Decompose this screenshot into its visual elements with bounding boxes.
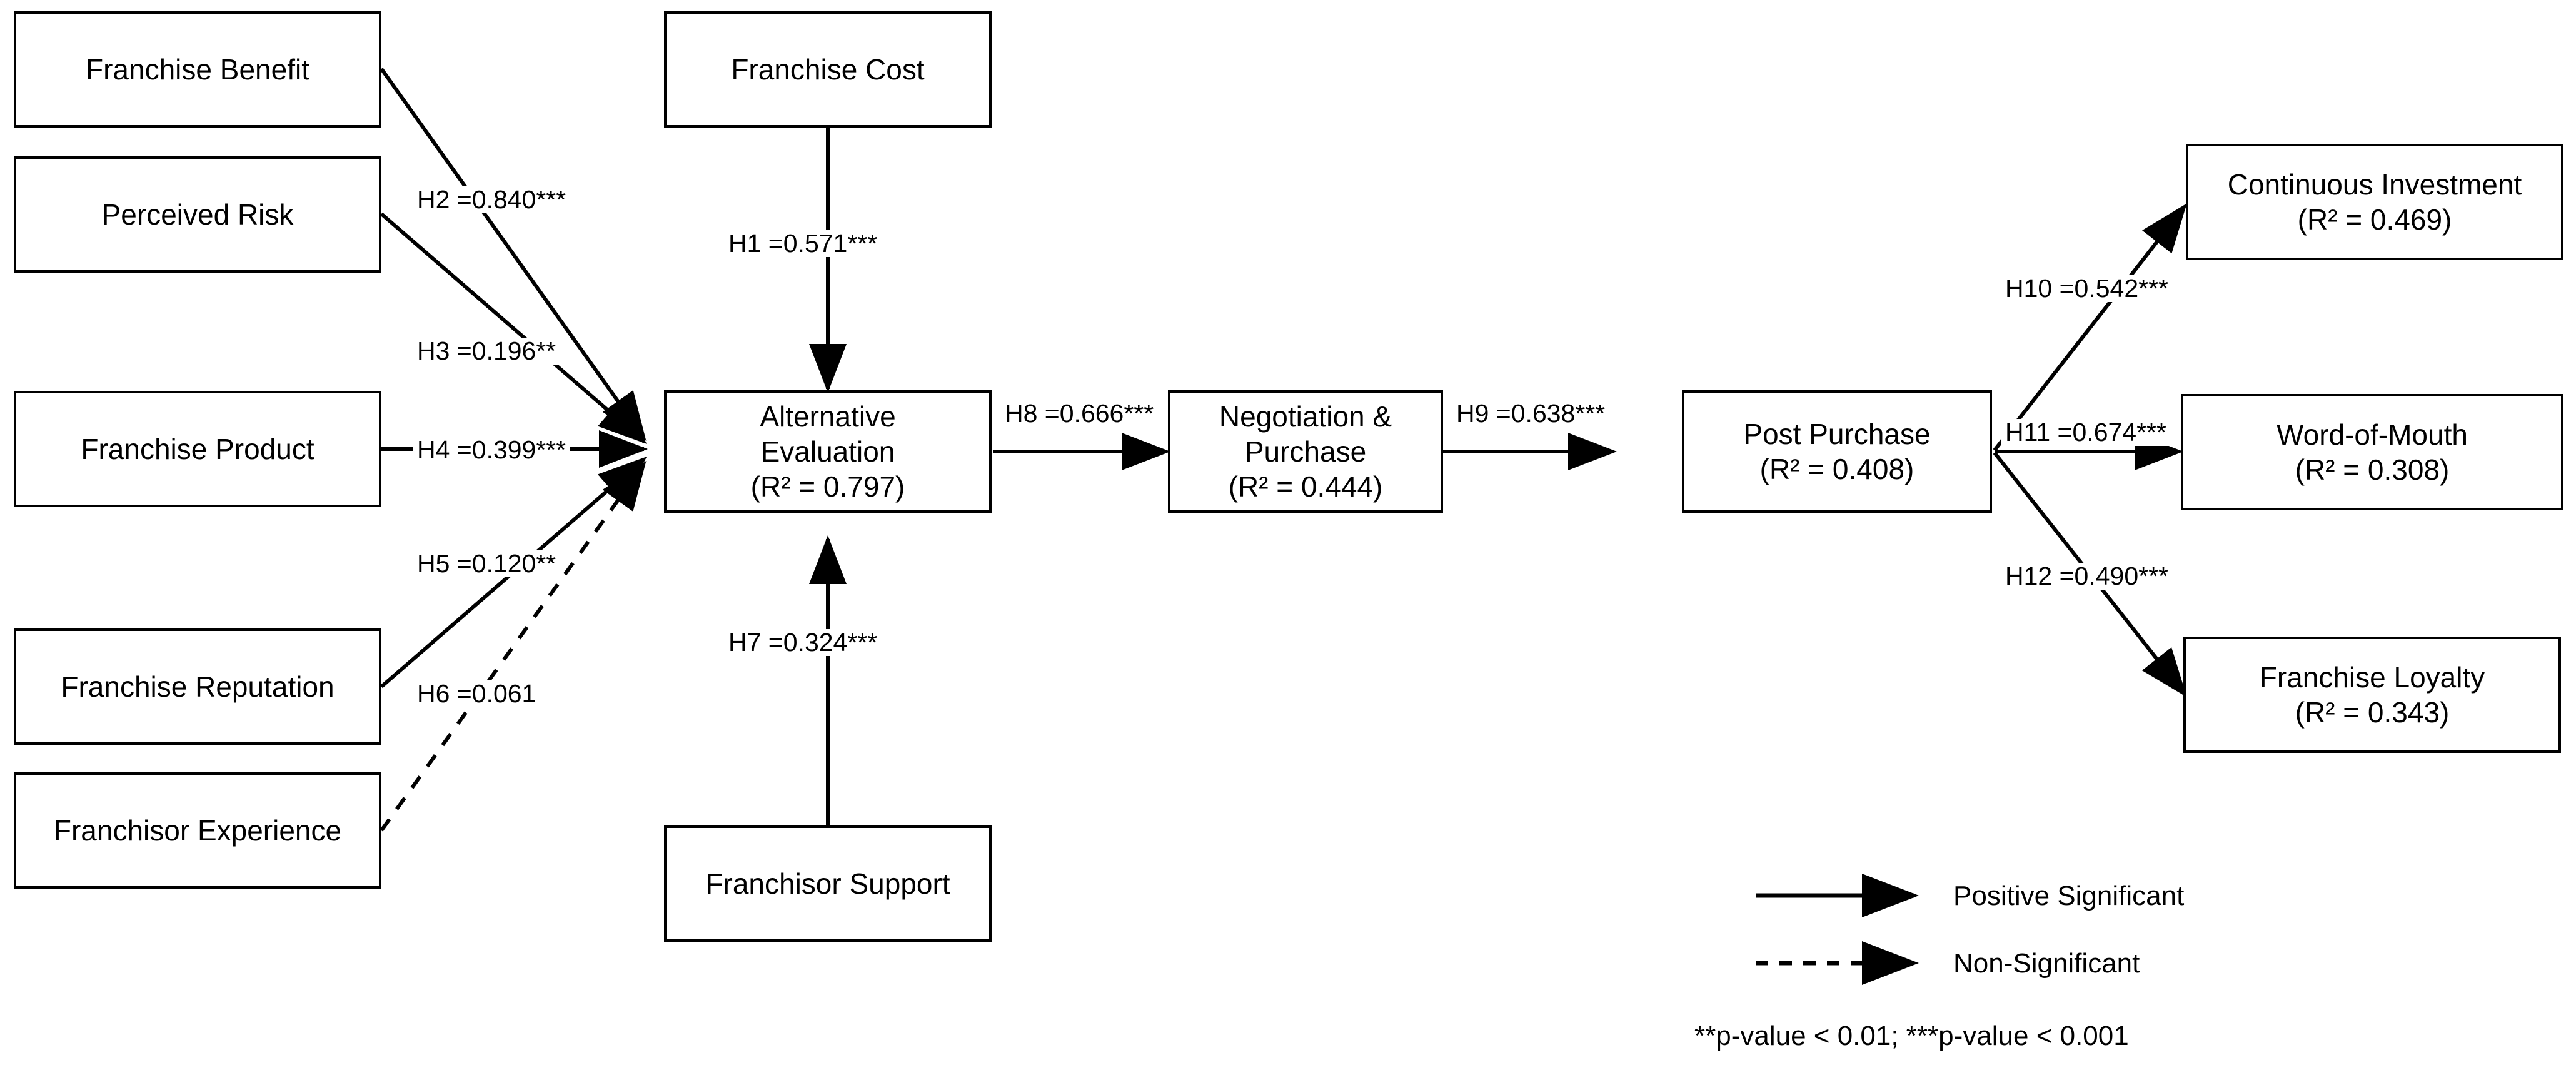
node-franchise-cost[interactable]: Franchise Cost bbox=[664, 11, 992, 128]
node-r2-value: (R² = 0.408) bbox=[1759, 453, 1914, 485]
node-r2-value: (R² = 0.444) bbox=[1228, 470, 1383, 503]
path-label-H8: H8 =0.666*** bbox=[1000, 400, 1159, 428]
path-label-H9: H9 =0.638*** bbox=[1452, 400, 1610, 428]
path-label-H2: H2 =0.840*** bbox=[413, 186, 571, 214]
node-franchisor-experience[interactable]: Franchisor Experience bbox=[14, 772, 381, 889]
path-label-H6: H6 =0.061 bbox=[413, 680, 541, 708]
node-label: Franchise Benefit bbox=[86, 53, 309, 86]
path-label-H10: H10 =0.542*** bbox=[2001, 275, 2173, 303]
node-label: Franchise Cost bbox=[731, 53, 925, 86]
node-franchise-loyalty[interactable]: Franchise Loyalty (R² = 0.343) bbox=[2183, 637, 2561, 753]
node-r2-value: (R² = 0.797) bbox=[750, 470, 905, 503]
path-line-H10 bbox=[1993, 203, 2187, 452]
node-label: Perceived Risk bbox=[101, 198, 294, 231]
node-franchise-benefit[interactable]: Franchise Benefit bbox=[14, 11, 381, 128]
path-label-H5: H5 =0.120** bbox=[413, 550, 561, 578]
node-r2-value: (R² = 0.343) bbox=[2295, 696, 2450, 729]
node-word-of-mouth[interactable]: Word-of-Mouth (R² = 0.308) bbox=[2181, 394, 2563, 510]
node-label-line1: Continuous Investment bbox=[2227, 168, 2522, 201]
path-label-H11: H11 =0.674*** bbox=[2001, 418, 2171, 447]
node-label-line1: Post Purchase bbox=[1743, 417, 1931, 450]
node-label: Franchise Product bbox=[81, 432, 314, 465]
node-r2-value: (R² = 0.308) bbox=[2295, 453, 2450, 486]
node-continuous-investment[interactable]: Continuous Investment (R² = 0.469) bbox=[2186, 144, 2563, 260]
node-label: Franchisor Support bbox=[705, 867, 950, 900]
node-perceived-risk[interactable]: Perceived Risk bbox=[14, 156, 381, 273]
node-r2-value: (R² = 0.469) bbox=[2297, 203, 2452, 236]
path-label-H1: H1 =0.571*** bbox=[724, 230, 882, 258]
node-label-line1: Word-of-Mouth bbox=[2277, 418, 2468, 451]
path-line-H2 bbox=[380, 68, 647, 441]
node-label-line1: Franchise Loyalty bbox=[2259, 660, 2485, 694]
node-franchise-product[interactable]: Franchise Product bbox=[14, 391, 381, 507]
legend-item-non-significant-label: Non-Significant bbox=[1953, 948, 2140, 979]
node-label-line2: Evaluation bbox=[760, 435, 895, 468]
node-label-line1: Negotiation & bbox=[1219, 400, 1392, 433]
node-alternative-evaluation[interactable]: Alternative Evaluation (R² = 0.797) bbox=[664, 390, 992, 513]
legend-item-positive-significant-label: Positive Significant bbox=[1953, 881, 2185, 911]
node-label: Franchise Reputation bbox=[61, 670, 335, 703]
legend-p-value-note: **p-value < 0.01; ***p-value < 0.001 bbox=[1694, 1021, 2129, 1051]
node-label-line2: Purchase bbox=[1244, 435, 1367, 468]
path-line-H3 bbox=[380, 212, 647, 444]
node-label-line1: Alternative bbox=[760, 400, 896, 433]
node-label: Franchisor Experience bbox=[53, 814, 342, 847]
path-label-H7: H7 =0.324*** bbox=[724, 628, 882, 657]
path-label-H12: H12 =0.490*** bbox=[2001, 562, 2173, 590]
path-line-H6 bbox=[380, 461, 647, 832]
node-post-purchase[interactable]: Post Purchase (R² = 0.408) bbox=[1682, 390, 1992, 513]
node-franchisor-support[interactable]: Franchisor Support bbox=[664, 825, 992, 942]
node-negotiation-purchase[interactable]: Negotiation & Purchase (R² = 0.444) bbox=[1168, 390, 1443, 513]
path-label-H4: H4 =0.399*** bbox=[413, 436, 571, 464]
path-label-H3: H3 =0.196** bbox=[413, 337, 561, 365]
node-franchise-reputation[interactable]: Franchise Reputation bbox=[14, 628, 381, 745]
